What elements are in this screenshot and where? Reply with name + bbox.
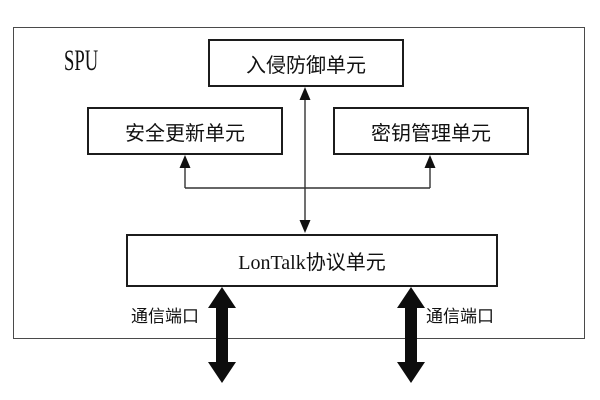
box-label: 入侵防御单元 <box>246 54 366 77</box>
box-lontalk-protocol-unit: LonTalk协议单元 <box>126 234 498 287</box>
box-intrusion-prevention-unit: 入侵防御单元 <box>208 39 404 87</box>
port-label-right: 通信端口 <box>426 307 494 326</box>
box-label: 安全更新单元 <box>125 122 245 145</box>
spu-label: SPU <box>64 44 99 77</box>
box-label: LonTalk协议单元 <box>238 252 386 274</box>
box-label: 密钥管理单元 <box>371 122 491 145</box>
box-key-management-unit: 密钥管理单元 <box>333 107 529 155</box>
spu-boundary-box <box>13 27 585 339</box>
box-security-update-unit: 安全更新单元 <box>87 107 283 155</box>
port-label-left: 通信端口 <box>131 307 199 326</box>
